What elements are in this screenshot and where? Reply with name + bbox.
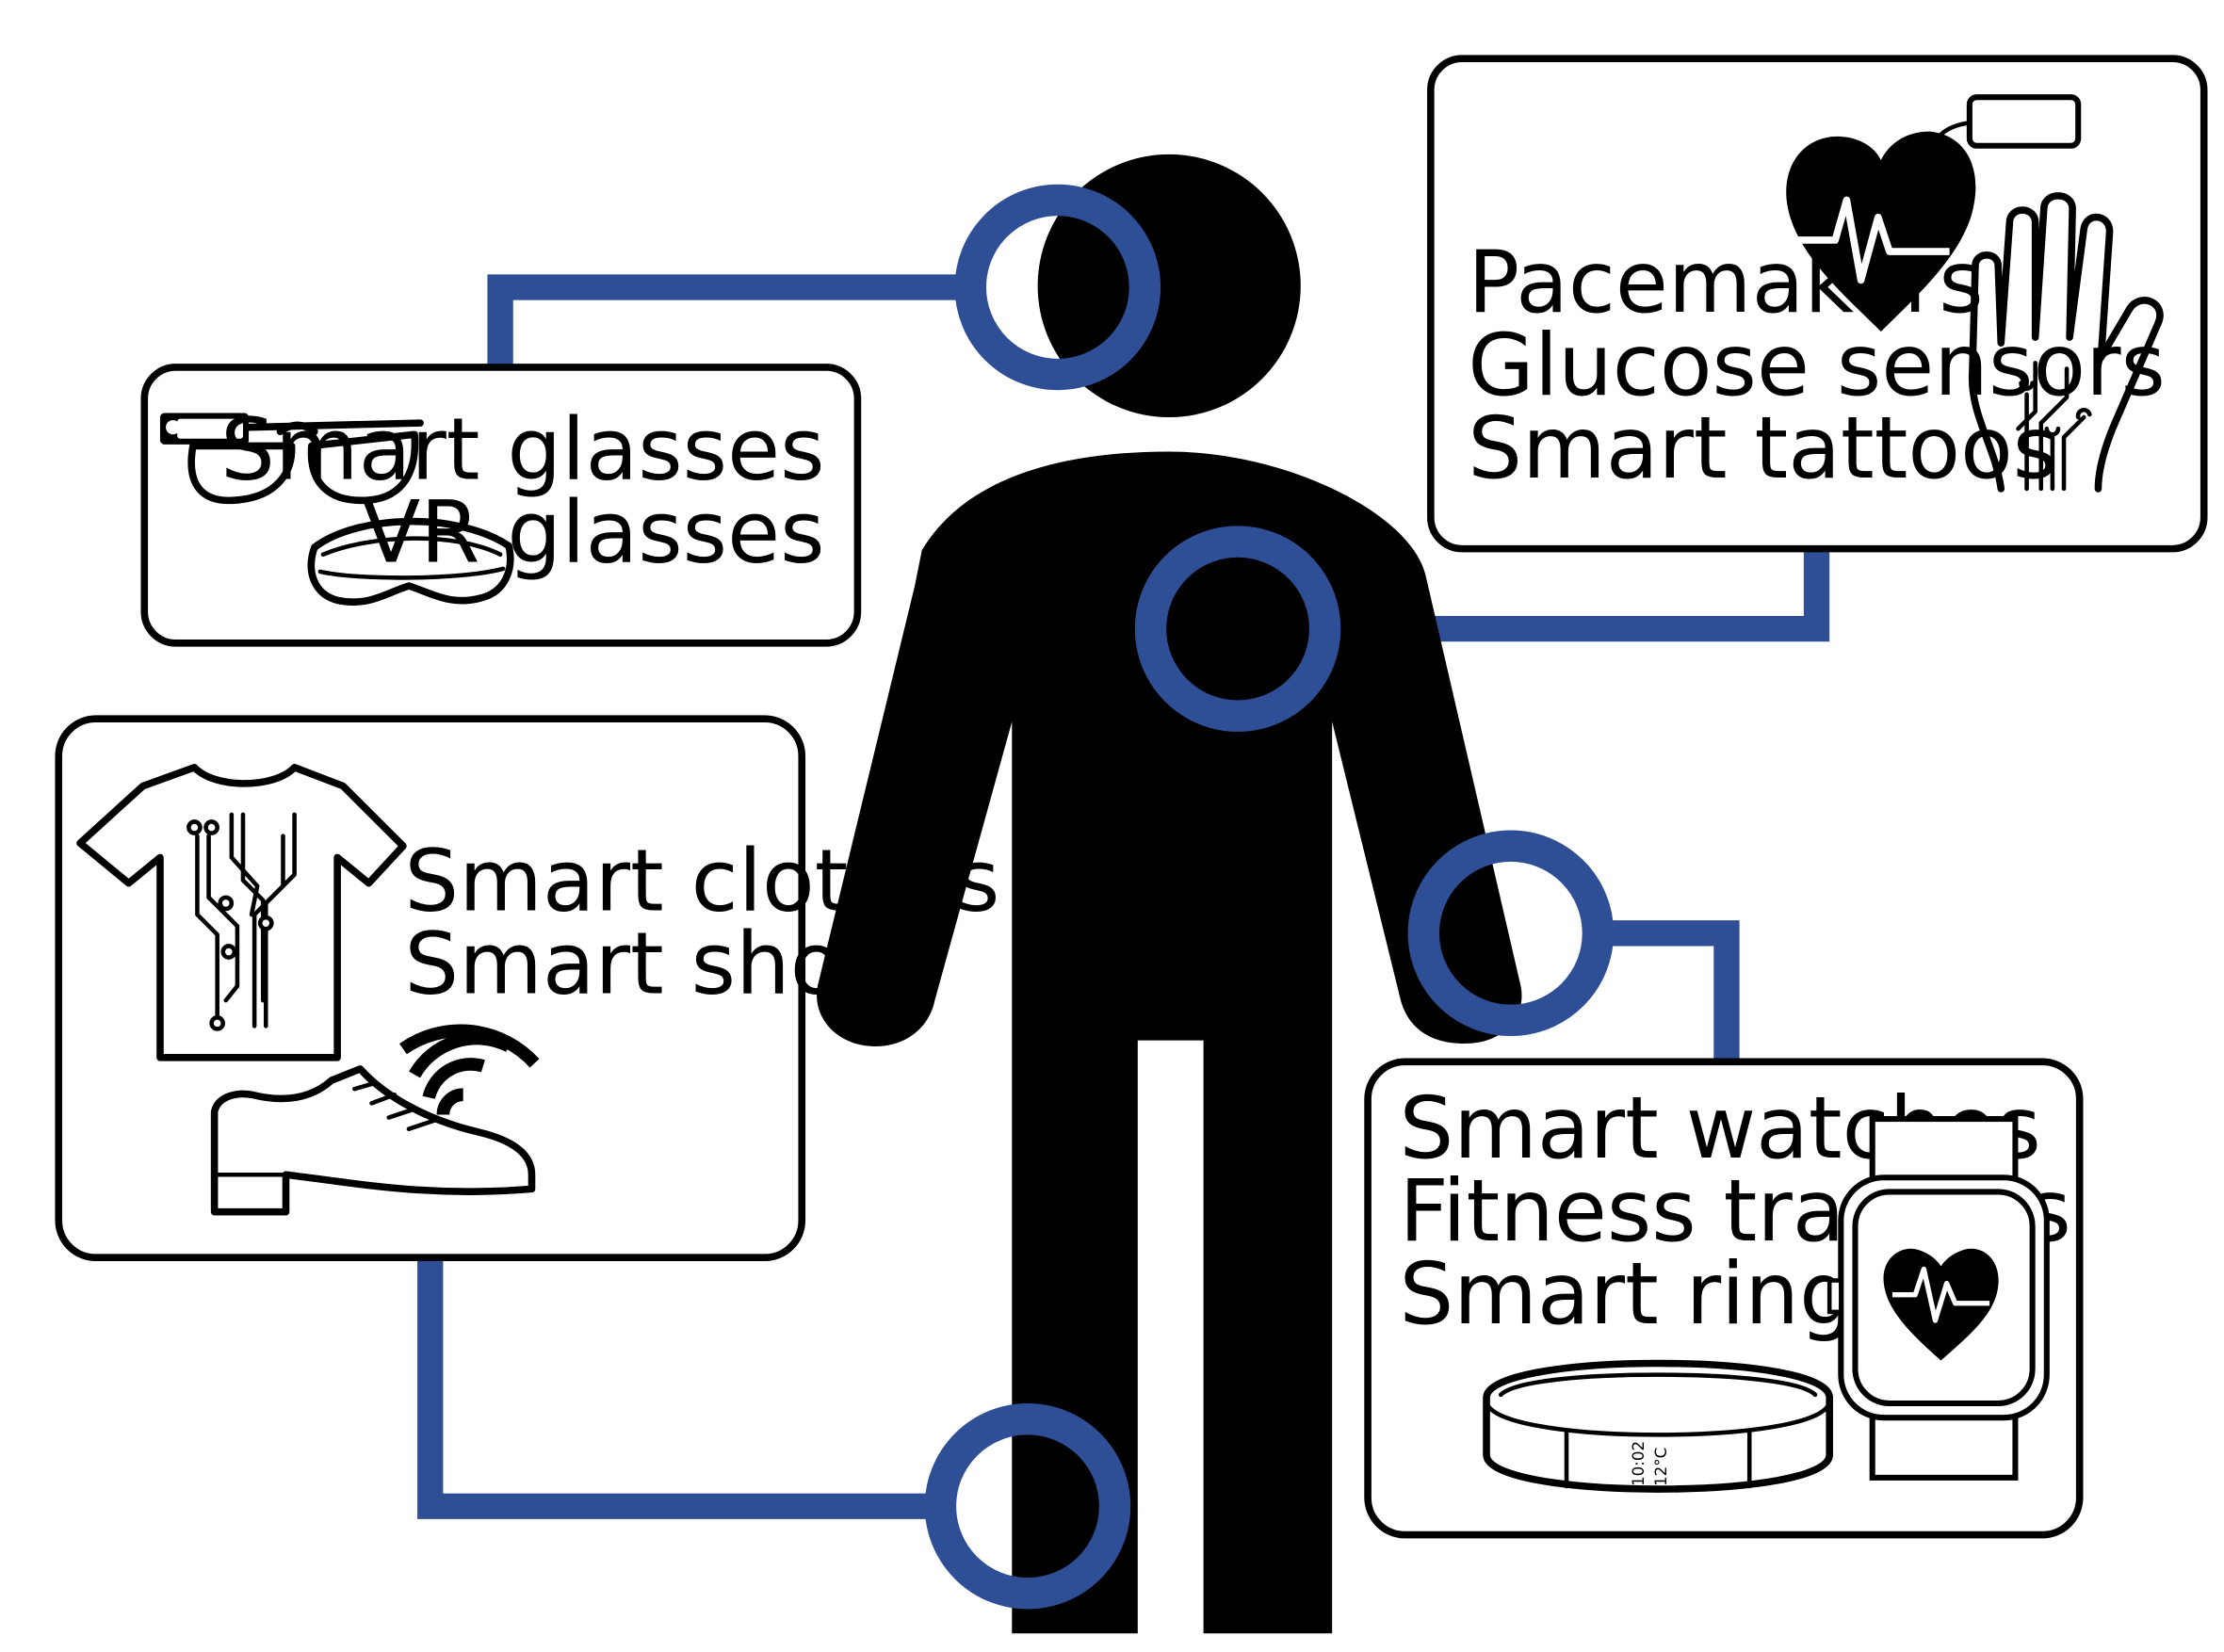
connector-wrist: [1608, 920, 1740, 1062]
smart-shirt-icon: [76, 763, 407, 1061]
band-temp: 12°C: [1652, 1448, 1670, 1486]
head-line-1: Smart glasses: [220, 400, 824, 499]
connector-chest: [1336, 548, 1830, 642]
clothes-line-1: Smart clothes: [404, 833, 999, 931]
chest-line-2: Glucose sensors: [1468, 316, 2166, 415]
head-line-2: VR glasses: [362, 483, 825, 582]
fitness-band-icon: 10:02 12°C: [1483, 1359, 1833, 1493]
chest-box-frame: [1427, 55, 2208, 553]
ring-wrist: [1407, 830, 1615, 1037]
wireless-signal-icon: [398, 1024, 540, 1116]
ring-head: [954, 184, 1161, 391]
silhouette-torso: [817, 451, 1522, 1634]
wrist-line-3: Smart rings: [1399, 1245, 1898, 1344]
chest-wearables-box: Pacemakers Glucose sensors Smart tattoos: [1427, 55, 2208, 553]
heart-pacemaker-icon: [1786, 94, 2082, 332]
wrist-wearables-box: Smart watches Fitness trackers Smart rin…: [1364, 1058, 2084, 1539]
band-time: 10:02: [1630, 1441, 1648, 1486]
clothes-line-2: Smart shoes: [404, 915, 939, 1014]
attachment-rings: [924, 184, 1615, 1610]
ring-leg: [924, 1402, 1131, 1610]
connector-head: [487, 274, 961, 367]
smart-glasses-icon: [159, 413, 424, 505]
smart-shoe-icon: [210, 1065, 536, 1216]
connector-leg: [417, 1257, 933, 1519]
clothes-wearables-box: Smart clothes Smart shoes: [55, 715, 999, 1262]
smart-tattoo-hand-icon: [1968, 192, 2164, 493]
vr-glasses-icon: [307, 517, 514, 606]
ring-chest: [1134, 526, 1341, 732]
smart-watch-icon: [1826, 1116, 2050, 1481]
chest-line-3: Smart tattoos: [1468, 399, 2057, 498]
head-wearables-box: Smart glasses VR glasses: [140, 364, 862, 647]
connectors: [417, 274, 1830, 1519]
